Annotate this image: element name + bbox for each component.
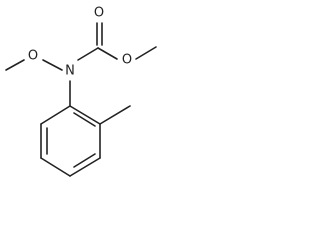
methoxy-oxygen-label: O xyxy=(28,49,38,64)
ester-oxygen-label: O xyxy=(122,53,132,68)
ring-inner-double-2 xyxy=(73,153,96,168)
ring-bond-6 xyxy=(40,105,71,125)
bond-ring-to-ortho-methyl xyxy=(99,105,131,125)
carbonyl-oxygen-label: O xyxy=(94,6,104,21)
ring-bond-1 xyxy=(69,105,101,125)
nitrogen-label: N xyxy=(65,64,75,79)
ring-bond-4 xyxy=(40,157,71,177)
bond-ester-oxygen-to-methyl xyxy=(135,46,157,60)
ring-bond-3 xyxy=(69,157,101,177)
bond-methoxy-oxygen-to-nitrogen xyxy=(42,59,63,71)
bond-methyl-to-methoxy-oxygen xyxy=(5,59,25,71)
bond-carbonyl-carbon-to-ester-oxygen xyxy=(97,47,118,60)
ring-inner-double-1 xyxy=(73,112,96,127)
chemical-structure: O N O O xyxy=(5,6,157,177)
bond-nitrogen-to-carbonyl-carbon xyxy=(77,47,99,61)
